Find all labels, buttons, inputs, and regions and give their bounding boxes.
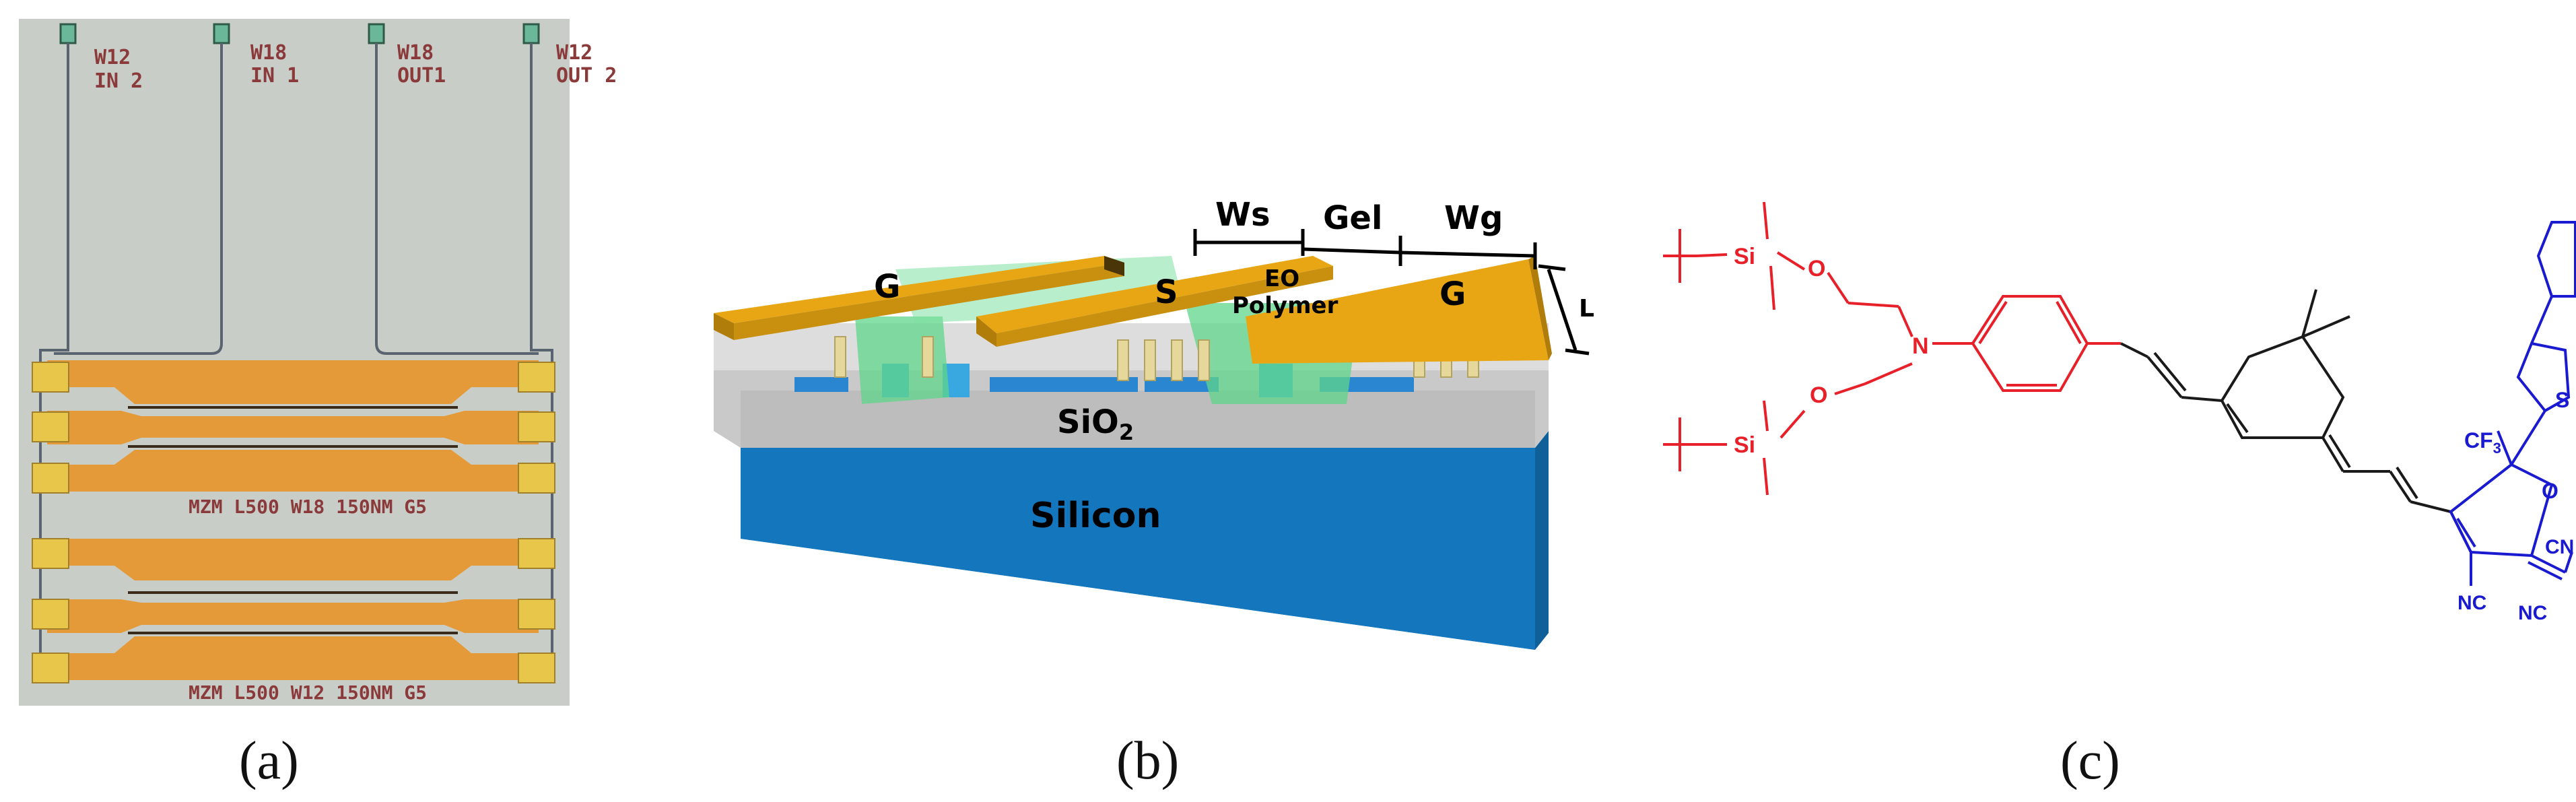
device-label-2: MZM L500 W12 150NM G5: [189, 681, 427, 704]
port-label-out1-line1: W18: [397, 41, 434, 65]
sio2-label: SiO2: [1057, 403, 1134, 445]
atom-cf3: CF3: [2464, 428, 2501, 457]
port-label-out2-line2: OUT 2: [556, 64, 617, 88]
electrode-label-g-right: G: [1439, 275, 1466, 313]
atom-cn-right: CN: [2545, 536, 2574, 558]
bridge-group: [2120, 289, 2451, 513]
caption-a: (a): [239, 731, 299, 791]
mzm-device-1: [32, 360, 555, 494]
port-label-in1-line1: W18: [250, 41, 287, 65]
mzm-device-2: [32, 538, 555, 683]
atom-o-1: O: [1808, 256, 1825, 281]
electrode-g-right: [1246, 256, 1552, 364]
silicon-substrate: [741, 431, 1549, 650]
silicon-label: Silicon: [1030, 496, 1161, 536]
atom-nc-bottom: NC: [2518, 602, 2547, 624]
chromophore-structure: Si O N O Si CF3: [1663, 201, 2576, 624]
dim-label-wg: Wg: [1444, 199, 1503, 237]
dim-label-ws: Ws: [1215, 196, 1270, 234]
electrode-g-left: [714, 256, 1124, 340]
eo-polymer-label-line2: Polymer: [1232, 292, 1338, 319]
atom-n: N: [1912, 333, 1929, 359]
panel-b: Ws Gel Wg L G S G EO Polymer SiO2 Silico…: [700, 0, 1629, 802]
chip-micrograph: W12 IN 2 W18 IN 1 W18 OUT1 W12 OUT 2 MZM…: [19, 19, 617, 706]
electrode-s: [976, 256, 1333, 347]
port-label-in1-line2: IN 1: [250, 64, 299, 88]
device-schematic: Ws Gel Wg L G S G EO Polymer SiO2 Silico…: [714, 196, 1594, 650]
port-label-in2-line2: IN 2: [94, 69, 143, 93]
eo-polymer-label-line1: EO: [1264, 265, 1299, 292]
port-label-out2-line1: W12: [556, 41, 592, 65]
caption-c: (c): [2060, 731, 2120, 791]
dim-label-gel: Gel: [1323, 199, 1382, 237]
port-label-in2-line1: W12: [94, 46, 131, 69]
port-pads: [59, 23, 540, 44]
donor-group: [1663, 201, 2121, 496]
atom-o-2: O: [1810, 382, 1827, 408]
atom-o-ring: O: [2542, 479, 2558, 503]
atom-s: S: [2555, 388, 2569, 412]
panel-c: Si O N O Si CF3: [1643, 0, 2576, 802]
atom-nc-left: NC: [2458, 592, 2486, 614]
dimension-markers: [1193, 229, 1590, 356]
dim-label-l: L: [1579, 295, 1594, 323]
atom-si-1: Si: [1734, 244, 1755, 269]
optical-traces: [39, 43, 553, 673]
device-label-1: MZM L500 W18 150NM G5: [189, 496, 427, 518]
atom-si-2: Si: [1734, 432, 1755, 458]
electrode-label-g-left: G: [874, 268, 900, 306]
acceptor-group: [2449, 221, 2576, 586]
caption-b: (b): [1116, 731, 1180, 791]
panel-a: W12 IN 2 W18 IN 1 W18 OUT1 W12 OUT 2 MZM…: [0, 0, 617, 802]
electrode-label-s: S: [1155, 273, 1178, 311]
port-label-out1-line2: OUT1: [397, 64, 446, 88]
